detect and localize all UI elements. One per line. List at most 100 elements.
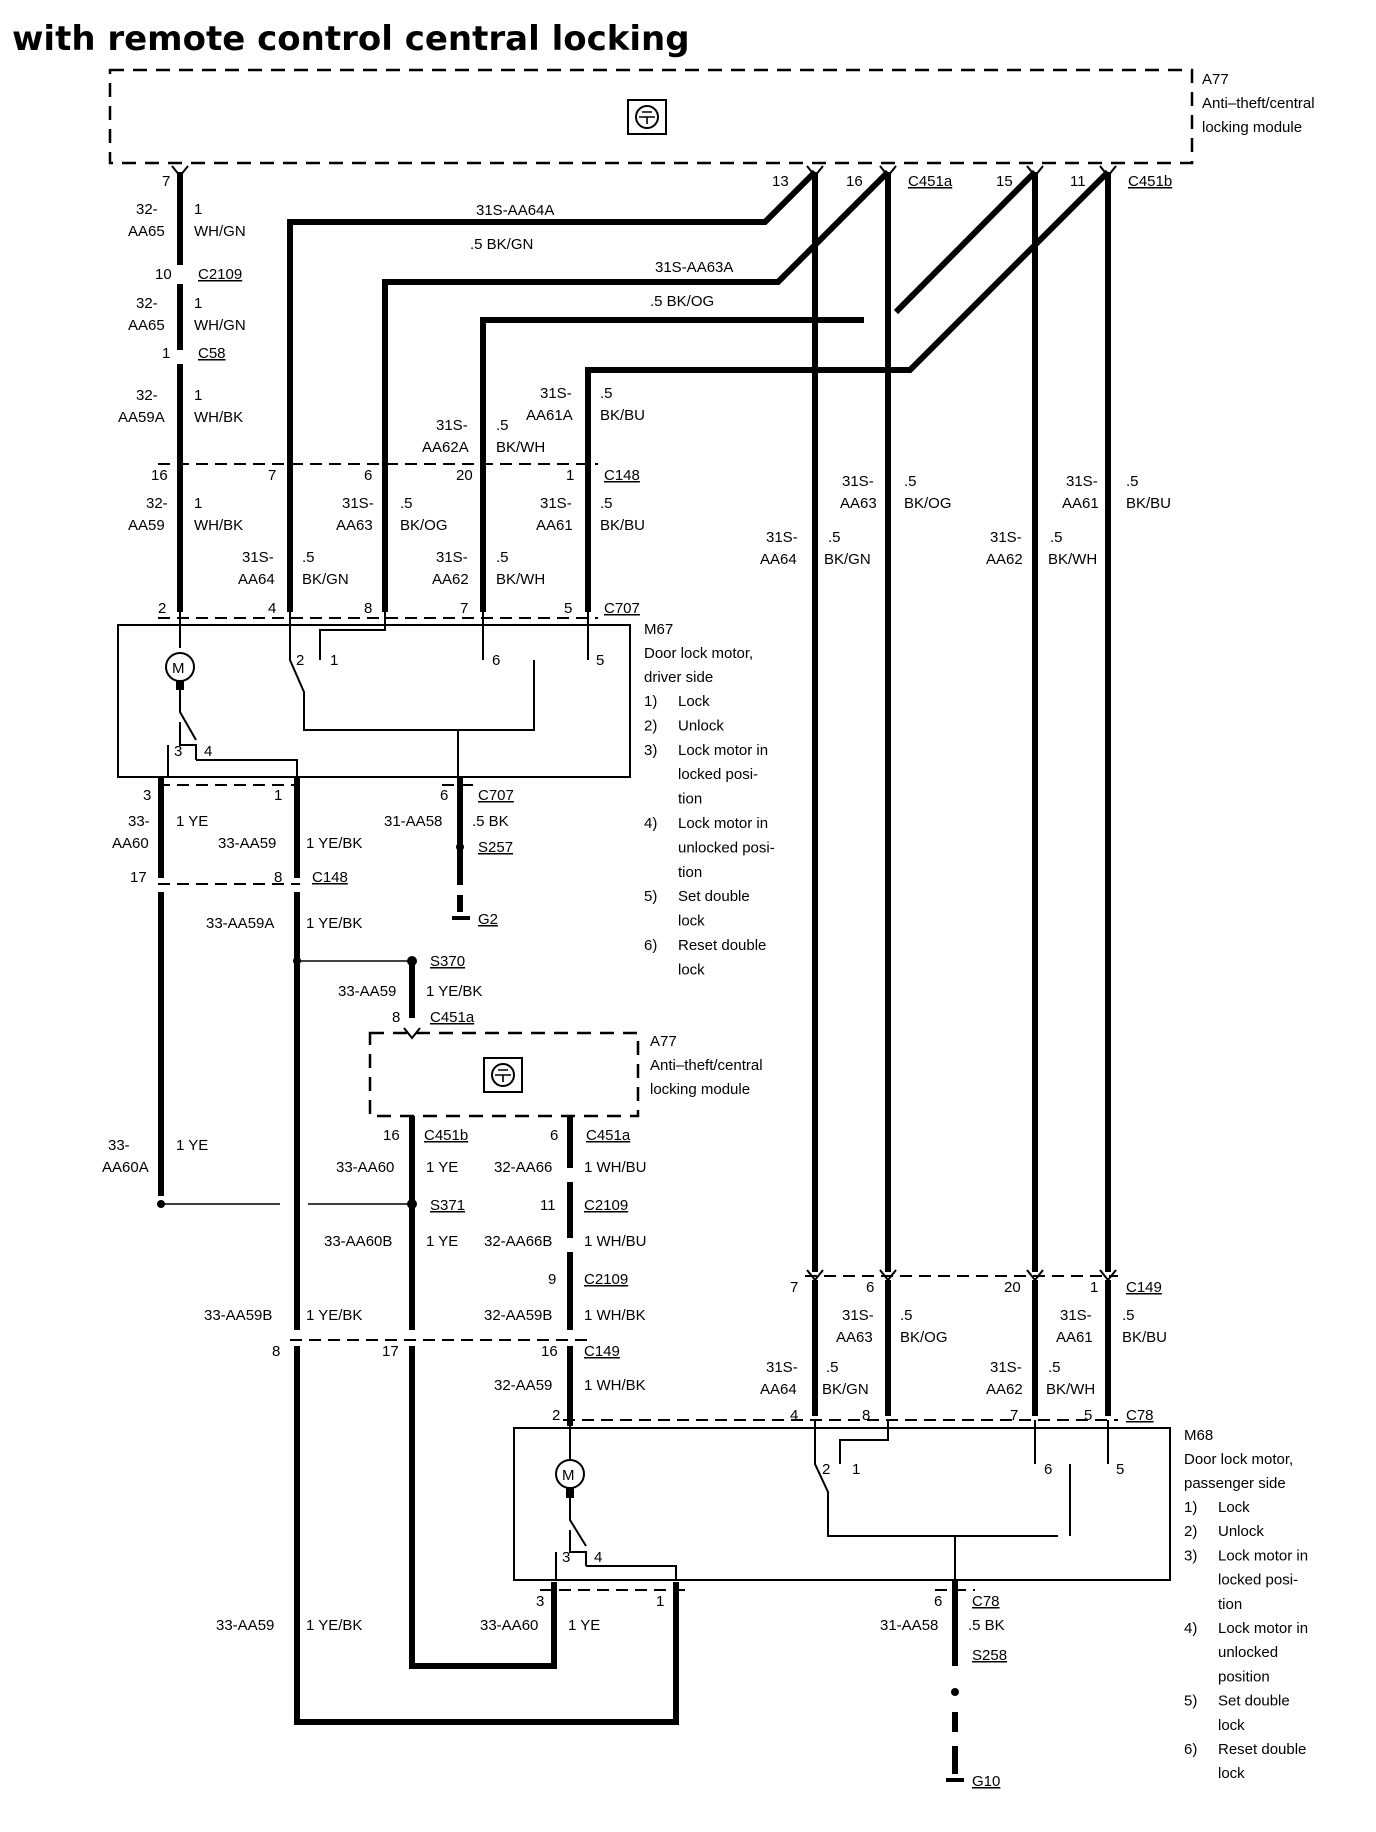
wire-label: .5 BK/GN	[470, 236, 533, 253]
legend-number: 2)	[644, 717, 657, 734]
wire-label: 31S-	[990, 1359, 1022, 1376]
legend-text: position	[1218, 1668, 1270, 1685]
wire-label: .5	[904, 473, 917, 490]
connector-c451b: C451b	[424, 1127, 468, 1144]
wire-label: AA62	[986, 1381, 1023, 1398]
legend-number: 1)	[1184, 1499, 1197, 1516]
m67-desc1: Door lock motor,	[644, 645, 753, 662]
pin-label: 7	[268, 467, 276, 484]
wire-label: AA65	[128, 223, 165, 240]
middle-wiring	[157, 777, 679, 1725]
wire-label: .5	[1126, 473, 1139, 490]
pin-label: 1	[566, 467, 574, 484]
connector-c2109: C2109	[584, 1197, 628, 1214]
wire-label: 33-AA59	[338, 983, 396, 1000]
pin-label: 6	[492, 652, 500, 669]
wire-label: AA64	[760, 1381, 797, 1398]
pin-label: 8	[272, 1343, 280, 1360]
pin-label: 7	[162, 173, 170, 190]
connector-c78: C78	[972, 1593, 1000, 1610]
wire-label: AA64	[760, 551, 797, 568]
wire-label: 33-	[128, 813, 150, 830]
pin-label: 1	[330, 652, 338, 669]
wire-label: 32-AA66	[494, 1159, 552, 1176]
wire-label: BK/WH	[496, 571, 545, 588]
pin-label: 6	[440, 787, 448, 804]
pin-label: 3	[143, 787, 151, 804]
legend-text: locked posi-	[1218, 1572, 1298, 1589]
connector-c451a: C451a	[586, 1127, 631, 1144]
pin-label: 1	[274, 787, 282, 804]
pin-label: 5	[564, 600, 572, 617]
wire-label: 33-	[108, 1137, 130, 1154]
connector-c148: C148	[604, 467, 640, 484]
pin-label: 6	[866, 1279, 874, 1296]
wire-label: BK/OG	[904, 495, 952, 512]
wire-label: 33-AA59A	[206, 915, 274, 932]
pin-label: 3	[174, 743, 182, 760]
wire-label: AA62	[986, 551, 1023, 568]
pin-label: 6	[364, 467, 372, 484]
legend-number: 5)	[1184, 1693, 1197, 1710]
wire-label: 1	[194, 495, 202, 512]
wire-label: 33-AA59	[218, 835, 276, 852]
wire-label: 31S-	[540, 495, 572, 512]
legend-number: 1)	[644, 693, 657, 710]
legend-text: unlocked	[1218, 1644, 1278, 1661]
connector-c149: C149	[1126, 1279, 1162, 1296]
wire-label: BK/BU	[600, 517, 645, 534]
a77-top-desc2: locking module	[1202, 119, 1302, 136]
wire-label: 1 YE/BK	[306, 915, 362, 932]
connector-c451a: C451a	[908, 173, 953, 190]
pin-label: 5	[1084, 1407, 1092, 1424]
legend-text: Set double	[1218, 1693, 1290, 1710]
motor-symbol: M	[562, 1467, 575, 1484]
wire-label: 32-AA66B	[484, 1233, 552, 1250]
wire-label: 31S-	[436, 417, 468, 434]
wire-label: AA61A	[526, 407, 573, 424]
wire-label: 1 YE	[176, 1137, 208, 1154]
m68-door-lock-motor: M	[513, 1420, 1171, 1581]
wire-label: 31S-	[990, 529, 1022, 546]
wire-label: 31S-	[766, 529, 798, 546]
legend-text: tion	[1218, 1596, 1242, 1613]
pin-label: 4	[268, 600, 276, 617]
wire-label: .5	[1048, 1359, 1061, 1376]
wire-label: 1 YE/BK	[306, 1617, 362, 1634]
wire-label: AA59A	[118, 409, 165, 426]
pin-label: 8	[274, 869, 282, 886]
pin-label: 20	[456, 467, 473, 484]
pin-label: 8	[364, 600, 372, 617]
connector-c149: C149	[584, 1343, 620, 1360]
wire-label: .5	[600, 495, 613, 512]
wire-label: 31S-AA64A	[476, 202, 554, 219]
legend-text: tion	[678, 791, 702, 808]
wire-label: 1 WH/BK	[584, 1307, 646, 1324]
wire-label: .5 BK	[968, 1617, 1005, 1634]
wire-label: BK/BU	[1126, 495, 1171, 512]
pin-label: 8	[862, 1407, 870, 1424]
bottom-wiring	[540, 1580, 975, 1782]
pin-label: 4	[790, 1407, 798, 1424]
legend-text: Unlock	[1218, 1523, 1264, 1540]
wire-label: 1 YE	[426, 1159, 458, 1176]
wire-label: WH/GN	[194, 223, 246, 240]
wire-label: 1	[194, 387, 202, 404]
wire-label: .5 BK	[472, 813, 509, 830]
wire-label: AA63	[840, 495, 877, 512]
m67-desc2: driver side	[644, 669, 713, 686]
wire-label: .5	[1122, 1307, 1135, 1324]
wire-label: 1	[194, 295, 202, 312]
legend-text: Lock	[1218, 1499, 1250, 1516]
wire-label: 1 YE/BK	[306, 1307, 362, 1324]
a77-top-desc1: Anti–theft/central	[1202, 95, 1315, 112]
legend-text: Set double	[678, 888, 750, 905]
legend-text: Unlock	[678, 717, 724, 734]
wire-label: BK/GN	[824, 551, 871, 568]
wire-label: .5	[496, 417, 509, 434]
wire-label: 31S-	[842, 1307, 874, 1324]
splice-s258: S258	[972, 1647, 1007, 1664]
legend-number: 3)	[1184, 1547, 1197, 1564]
